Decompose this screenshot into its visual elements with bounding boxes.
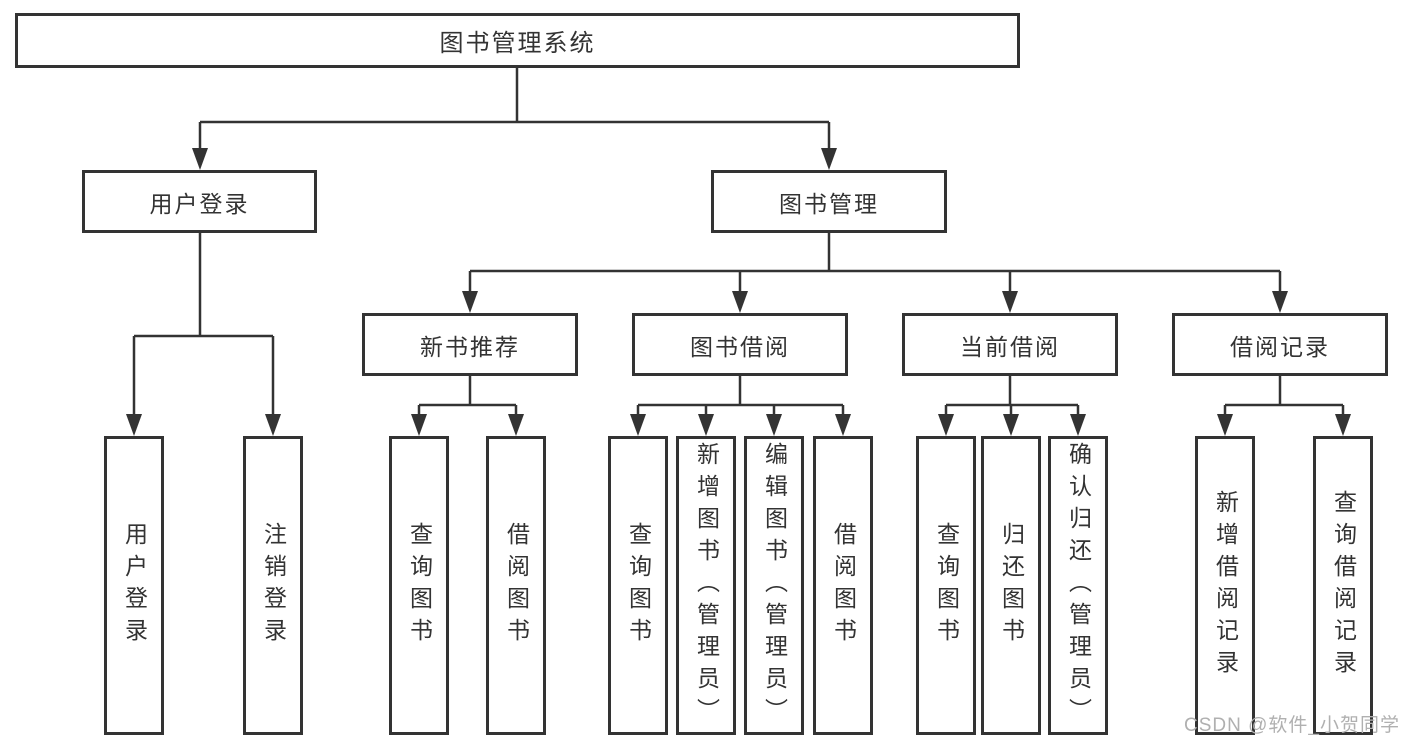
connector-book-borrow-to-leaves [630, 376, 851, 436]
root-node-library-management-system: 图书管理系统 [15, 13, 1020, 68]
node-user-login-label: 用户登录 [149, 190, 250, 217]
leaf-query-book-borrow-label: 查询图书 [625, 521, 652, 650]
leaf-query-book-current: 查询图书 [916, 436, 976, 735]
connector-borrow-records-to-leaves [1217, 376, 1351, 436]
leaf-edit-book-admin-label: 编辑图书（管理员） [761, 441, 788, 730]
node-borrow-records-label: 借阅记录 [1230, 333, 1330, 360]
leaf-add-borrow-record: 新增借阅记录 [1195, 436, 1255, 735]
leaf-query-book-current-label: 查询图书 [933, 521, 960, 650]
connector-user-login-to-leaves [126, 233, 281, 436]
leaf-query-book-newrec: 查询图书 [389, 436, 449, 735]
connector-book-management-to-level3 [462, 233, 1288, 313]
connector-current-borrow-to-leaves [938, 376, 1086, 436]
root-node-label: 图书管理系统 [439, 30, 596, 57]
leaf-user-login-label: 用户登录 [121, 521, 148, 650]
leaf-add-book-admin-label: 新增图书（管理员） [693, 441, 720, 730]
leaf-query-book-newrec-label: 查询图书 [406, 521, 433, 650]
node-current-borrow-label: 当前借阅 [960, 333, 1060, 360]
connector-new-book-recommend-to-leaves [411, 376, 524, 436]
leaf-add-borrow-record-label: 新增借阅记录 [1212, 489, 1239, 682]
node-book-borrow: 图书借阅 [632, 313, 848, 376]
leaf-edit-book-admin: 编辑图书（管理员） [744, 436, 804, 735]
leaf-return-book-label: 归还图书 [998, 521, 1025, 650]
leaf-query-borrow-record-label: 查询借阅记录 [1330, 489, 1357, 682]
watermark: CSDN @软件_小贺同学 [1184, 715, 1400, 736]
node-new-book-recommend-label: 新书推荐 [420, 333, 520, 360]
node-book-borrow-label: 图书借阅 [690, 333, 790, 360]
leaf-borrow-book-newrec: 借阅图书 [486, 436, 546, 735]
leaf-confirm-return-admin: 确认归还（管理员） [1048, 436, 1108, 735]
node-book-management: 图书管理 [711, 170, 947, 233]
leaf-confirm-return-admin-label: 确认归还（管理员） [1065, 441, 1092, 730]
leaf-add-book-admin: 新增图书（管理员） [676, 436, 736, 735]
leaf-return-book: 归还图书 [981, 436, 1041, 735]
leaf-logout-login: 注销登录 [243, 436, 303, 735]
connector-root-to-level2 [192, 68, 837, 170]
leaf-user-login: 用户登录 [104, 436, 164, 735]
node-current-borrow: 当前借阅 [902, 313, 1118, 376]
leaf-query-borrow-record: 查询借阅记录 [1313, 436, 1373, 735]
node-user-login: 用户登录 [82, 170, 317, 233]
leaf-query-book-borrow: 查询图书 [608, 436, 668, 735]
leaf-logout-login-label: 注销登录 [260, 521, 287, 650]
node-new-book-recommend: 新书推荐 [362, 313, 578, 376]
leaf-borrow-book-borrow-label: 借阅图书 [830, 521, 857, 650]
leaf-borrow-book-newrec-label: 借阅图书 [503, 521, 530, 650]
leaf-borrow-book-borrow: 借阅图书 [813, 436, 873, 735]
node-book-management-label: 图书管理 [779, 190, 879, 217]
node-borrow-records: 借阅记录 [1172, 313, 1388, 376]
